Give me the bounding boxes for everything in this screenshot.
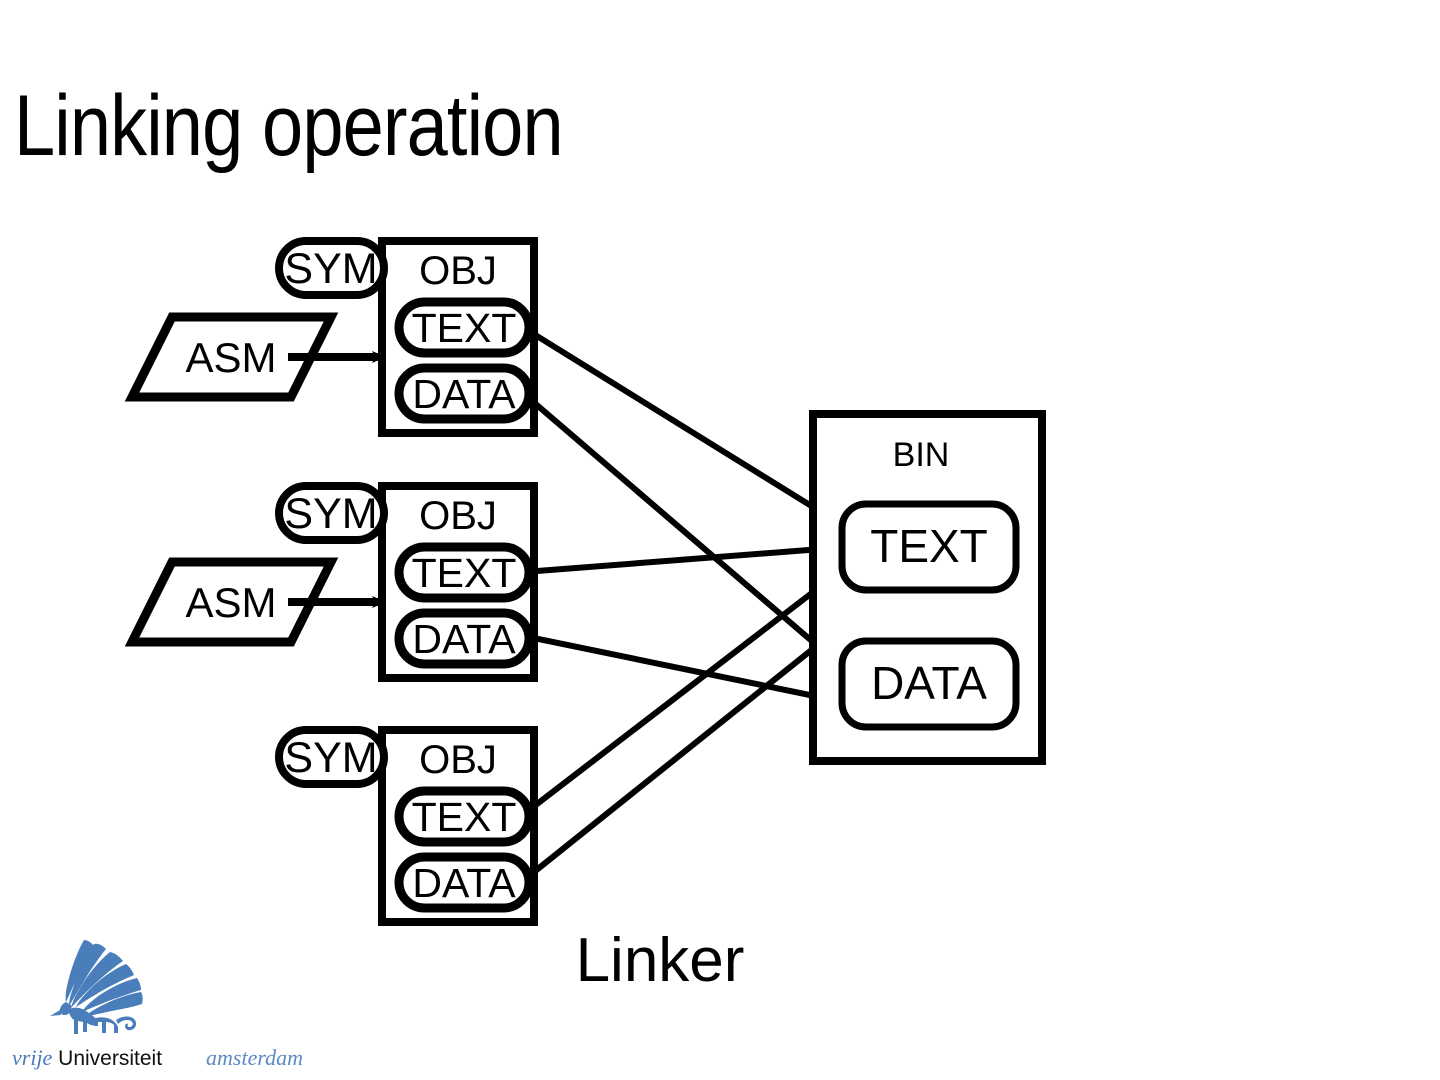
sym-pill-3 [275, 726, 388, 788]
obj2-section-text-label: TEXT [412, 550, 517, 596]
sym-label-3: SYM [284, 734, 377, 782]
obj-label-1: OBJ [419, 249, 497, 293]
obj-box-2 [378, 482, 538, 682]
sym-label-2: SYM [284, 490, 377, 538]
bin-box [809, 410, 1046, 765]
merge-arrows [522, 325, 836, 883]
asm-label-1: ASM [185, 334, 276, 381]
arrow-obj1-text-to-bin-text [522, 325, 836, 523]
bin-label: BIN [893, 436, 950, 474]
obj-label-2: OBJ [419, 494, 497, 538]
obj-group-1: ASM OBJ TEXT DATA SYM [124, 237, 538, 437]
arrow-obj1-data-to-bin-data [522, 391, 836, 663]
obj3-section-data [394, 852, 534, 913]
arrow-obj2-data-to-bin-data [523, 633, 835, 704]
obj2-section-data [394, 608, 534, 669]
asm-shape-2 [124, 557, 339, 647]
logo-universiteit: Universiteit [52, 1047, 163, 1070]
bin-group: BIN TEXT DATA [809, 410, 1046, 765]
obj2-section-text [394, 542, 534, 603]
bin-section-text [838, 500, 1020, 594]
vu-logo: vrije Universiteit amsterdam [8, 934, 308, 1080]
obj-group-3: OBJ TEXT DATA SYM [275, 726, 538, 926]
obj1-section-text-label: TEXT [412, 305, 517, 351]
vu-griffin-icon [50, 940, 143, 1034]
obj2-section-data-label: DATA [412, 616, 516, 662]
arrow-obj2-text-to-bin-text [523, 543, 835, 575]
obj-group-2: ASM OBJ TEXT DATA SYM [124, 482, 538, 682]
sym-label-1: SYM [284, 245, 377, 293]
obj1-section-data-label: DATA [412, 371, 516, 417]
logo-amsterdam: amsterdam [206, 1045, 303, 1070]
obj1-section-text [394, 297, 534, 358]
arrow-obj3-data-to-bin-data [522, 629, 836, 883]
bin-section-data-label: DATA [871, 657, 987, 709]
sym-pill-1 [275, 237, 388, 299]
obj3-section-data-label: DATA [412, 860, 516, 906]
sym-pill-2 [275, 482, 388, 544]
obj-box-1 [378, 237, 538, 437]
vu-logo-text: vrije Universiteit amsterdam [12, 1046, 303, 1071]
bin-section-text-label: TEXT [870, 520, 988, 572]
obj3-section-text [394, 786, 534, 847]
obj1-section-data [394, 363, 534, 424]
obj-box-3 [378, 726, 538, 926]
linker-caption: Linker [576, 926, 745, 995]
page-title: Linking operation [14, 78, 564, 174]
asm-shape-1 [124, 312, 339, 402]
obj-label-3: OBJ [419, 738, 497, 782]
logo-vrije: vrije [12, 1045, 53, 1070]
arrow-obj3-text-to-bin-text [522, 573, 836, 817]
bin-section-data [838, 637, 1020, 731]
asm-label-2: ASM [185, 579, 276, 626]
obj3-section-text-label: TEXT [412, 794, 517, 840]
